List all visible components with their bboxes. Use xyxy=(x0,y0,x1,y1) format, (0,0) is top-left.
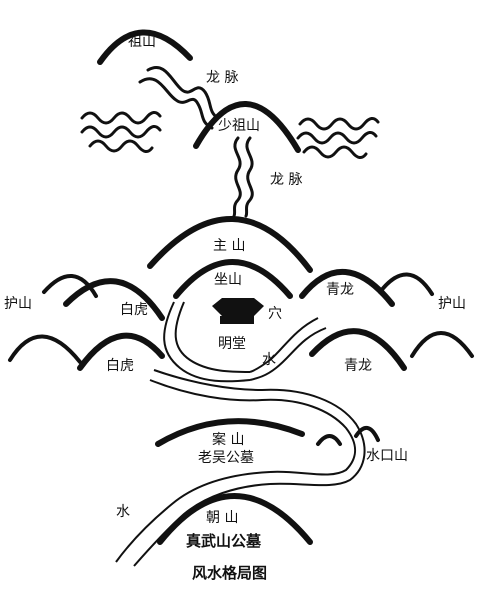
dragon-vein-label-2: 龙 脉 xyxy=(270,172,302,188)
water-mouth-mountain-label: 水口山 xyxy=(366,448,408,464)
waves-right xyxy=(296,117,380,159)
waves-left xyxy=(80,111,162,153)
green-dragon-inner-label: 青龙 xyxy=(326,282,354,298)
dragon-vein-lower: 龙 脉 xyxy=(232,136,302,218)
green-dragon-outer-label: 青龙 xyxy=(344,358,372,374)
laowu-tomb-label: 老吴公墓 xyxy=(198,450,254,466)
white-tiger-inner-label: 白虎 xyxy=(120,302,148,318)
white-tiger-mountains: 白虎 白虎 xyxy=(63,278,165,374)
main-mountain-label: 主 山 xyxy=(213,238,245,254)
young-ancestral-mountain: 少祖山 xyxy=(193,101,301,153)
green-dragon-mountains: 青龙 青龙 xyxy=(299,269,407,374)
white-tiger-outer-label: 白虎 xyxy=(106,358,134,374)
guard-mountain-right-label: 护山 xyxy=(438,296,466,312)
dragon-vein-upper: 龙 脉 xyxy=(138,66,238,130)
facing-mountain: 朝 山 真武山公墓 xyxy=(157,493,313,550)
guard-mountain-left-label: 护山 xyxy=(4,296,32,312)
zhenwushan-tomb-label: 真武山公墓 xyxy=(186,532,262,550)
dragon-vein-label-1: 龙 脉 xyxy=(206,70,238,86)
river: 水 xyxy=(115,301,366,567)
ancestral-mountain-label: 祖山 xyxy=(128,34,156,50)
desk-mountain-label: 案 山 xyxy=(212,431,244,448)
water-label-middle: 水 xyxy=(262,352,276,368)
guard-mountains-left: 护山 xyxy=(4,274,98,364)
desk-mountain: 案 山 老吴公墓 xyxy=(155,418,342,466)
bright-hall-label: 明堂 xyxy=(218,336,246,352)
seat-mountain: 坐山 xyxy=(173,259,293,299)
diagram-caption: 风水格局图 xyxy=(192,564,267,582)
main-mountain: 主 山 xyxy=(147,216,313,273)
water-label-bottom: 水 xyxy=(116,504,130,520)
water-mouth-mountain: 水口山 xyxy=(354,426,408,464)
tomb-icon: 穴 xyxy=(212,298,282,324)
guard-mountains-right: 护山 xyxy=(378,272,474,358)
ancestral-mountain: 祖山 xyxy=(97,29,193,65)
facing-mountain-label: 朝 山 xyxy=(206,510,238,526)
acupoint-label: 穴 xyxy=(268,306,282,322)
seat-mountain-label: 坐山 xyxy=(214,272,242,288)
young-ancestral-mountain-label: 少祖山 xyxy=(218,118,260,134)
